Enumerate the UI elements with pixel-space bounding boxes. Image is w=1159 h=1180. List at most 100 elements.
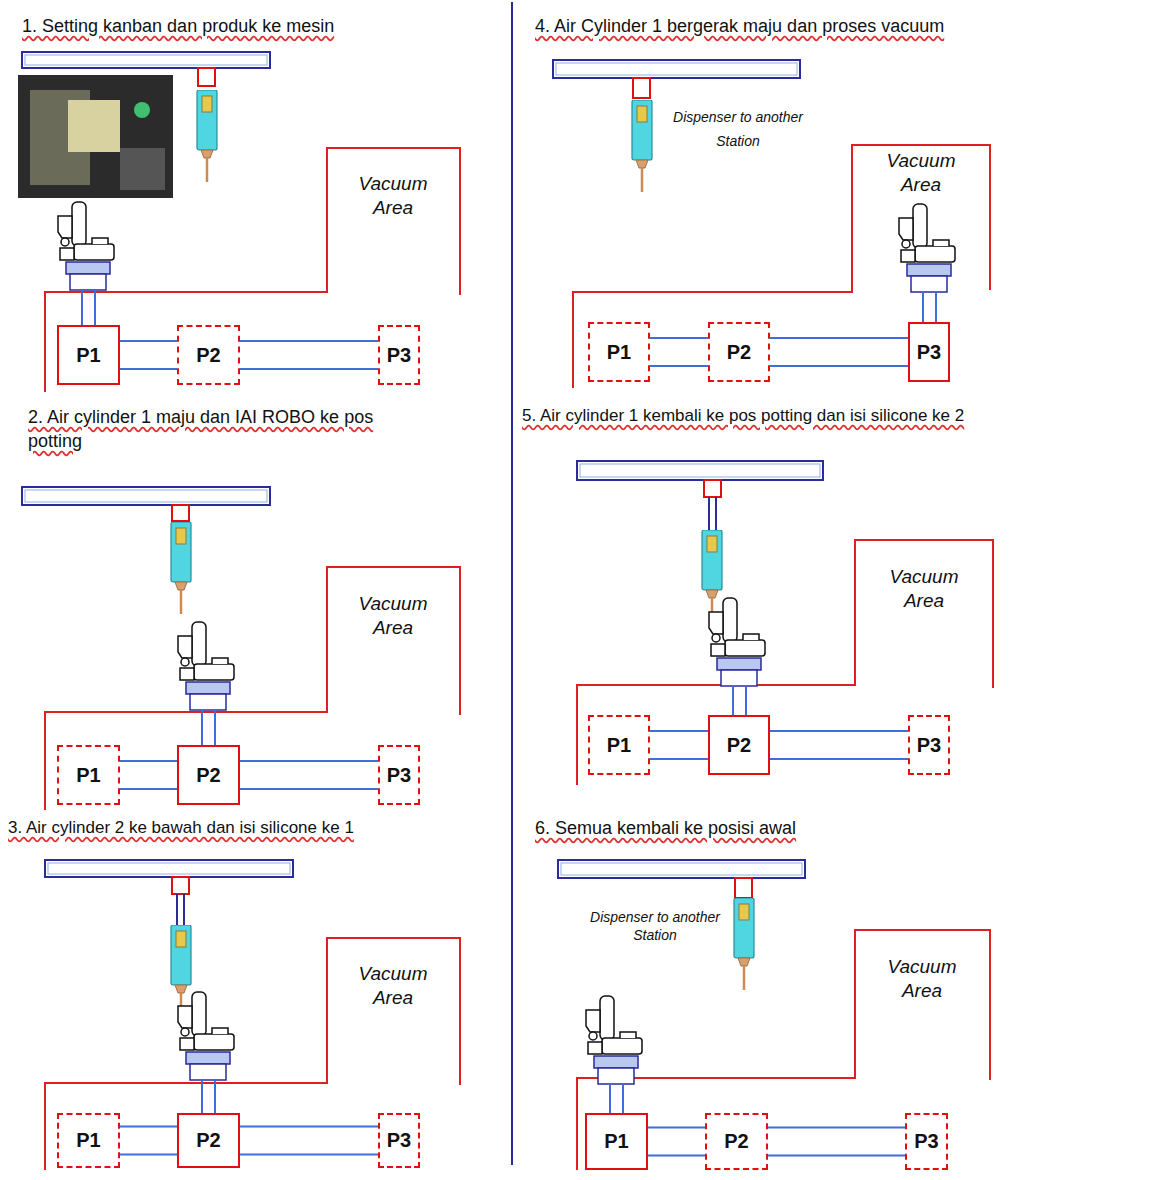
callout-note: Dispenser to another Station bbox=[668, 106, 808, 154]
vacuum-outline bbox=[45, 148, 460, 392]
rail-link bbox=[240, 341, 378, 369]
rail-line bbox=[650, 337, 708, 339]
box-label: P3 bbox=[387, 344, 411, 367]
rail-line bbox=[240, 760, 378, 762]
box-label: P3 bbox=[917, 734, 941, 757]
box-label: P1 bbox=[607, 341, 631, 364]
iai-robot bbox=[178, 622, 234, 710]
station-box: P3 bbox=[908, 715, 950, 775]
photo-detail bbox=[68, 100, 120, 152]
rail-link bbox=[120, 341, 177, 369]
photo-detail bbox=[120, 148, 165, 190]
station-box: P3 bbox=[378, 745, 420, 805]
rail-line bbox=[120, 340, 177, 342]
box-label: P2 bbox=[727, 341, 751, 364]
rail-link bbox=[120, 761, 177, 789]
iai-robot bbox=[899, 204, 955, 292]
station-box: P3 bbox=[908, 322, 950, 382]
rail-line bbox=[650, 730, 708, 732]
cylinder-rod bbox=[176, 894, 178, 925]
station-box: P1 bbox=[588, 715, 650, 775]
cylinder-carriage bbox=[198, 68, 215, 86]
box-label: P1 bbox=[76, 1129, 100, 1152]
station-box: P2 bbox=[705, 1113, 768, 1170]
area-label: Vacuum Area bbox=[867, 955, 977, 1003]
rail-link bbox=[768, 1128, 905, 1156]
cylinder-rod bbox=[715, 497, 717, 530]
rail-link bbox=[240, 1127, 378, 1155]
rail-line bbox=[240, 788, 378, 790]
cylinder-carriage bbox=[735, 878, 752, 898]
rail-line bbox=[768, 1155, 905, 1157]
rail-line bbox=[240, 368, 378, 370]
robot-leg bbox=[732, 686, 734, 715]
robot-leg bbox=[201, 710, 203, 745]
rail-link bbox=[648, 1128, 705, 1156]
rail bbox=[577, 461, 823, 480]
area-label: Vacuum Area bbox=[338, 172, 448, 220]
rail-line bbox=[120, 1154, 177, 1156]
vacuum-outline bbox=[45, 567, 460, 810]
rail bbox=[22, 52, 270, 68]
area-label: Vacuum Area bbox=[869, 565, 979, 613]
rail-line bbox=[120, 788, 177, 790]
vacuum-outline bbox=[573, 145, 990, 388]
rail bbox=[22, 487, 270, 505]
dispenser bbox=[734, 898, 754, 990]
rail-inner bbox=[25, 55, 267, 65]
box-label: P2 bbox=[196, 344, 220, 367]
cylinder-carriage bbox=[172, 505, 189, 521]
iai-robot bbox=[709, 598, 765, 686]
rail-line bbox=[120, 760, 177, 762]
rail-line bbox=[770, 365, 908, 367]
station-box: P1 bbox=[57, 745, 120, 805]
station-box: P1 bbox=[57, 1113, 120, 1168]
cylinder-carriage bbox=[633, 78, 650, 98]
rail-line bbox=[240, 1154, 378, 1156]
rail-line bbox=[768, 1127, 905, 1129]
step-title: 3. Air cylinder 2 ke bawah dan isi silic… bbox=[8, 818, 354, 838]
rail-line bbox=[240, 1126, 378, 1128]
box-label: P1 bbox=[76, 764, 100, 787]
station-box: P2 bbox=[177, 1113, 240, 1168]
box-label: P3 bbox=[387, 1129, 411, 1152]
area-label: Vacuum Area bbox=[338, 592, 448, 640]
vacuum-outline bbox=[45, 938, 460, 1170]
station-box: P1 bbox=[585, 1113, 648, 1170]
station-box: P3 bbox=[378, 1113, 420, 1168]
robot-leg bbox=[201, 1080, 203, 1113]
box-label: P1 bbox=[76, 344, 100, 367]
area-label: Vacuum Area bbox=[866, 149, 976, 197]
rail-inner bbox=[561, 863, 802, 875]
rail-line bbox=[650, 758, 708, 760]
cylinder-carriage bbox=[704, 480, 721, 497]
rail-link bbox=[240, 761, 378, 789]
dispenser bbox=[171, 522, 191, 614]
robot-leg bbox=[609, 1084, 611, 1113]
box-label: P2 bbox=[727, 734, 751, 757]
callout-note: Dispenser to another Station bbox=[585, 908, 725, 944]
rail-line bbox=[120, 1126, 177, 1128]
rail-link bbox=[770, 338, 908, 366]
iai-robot bbox=[586, 996, 642, 1084]
iai-robot bbox=[178, 992, 234, 1080]
rail-line bbox=[770, 337, 908, 339]
robot-leg bbox=[214, 710, 216, 745]
station-box: P1 bbox=[588, 322, 650, 382]
cylinder-rod bbox=[183, 894, 185, 925]
robot-leg bbox=[94, 290, 96, 325]
station-box: P2 bbox=[708, 322, 770, 382]
box-label: P1 bbox=[607, 734, 631, 757]
rail-line bbox=[648, 1127, 705, 1129]
step-title: 2. Air cylinder 1 maju dan IAI ROBO ke p… bbox=[28, 405, 420, 454]
robot-leg bbox=[622, 1084, 624, 1113]
station-box: P2 bbox=[177, 745, 240, 805]
divider-line bbox=[511, 2, 513, 1165]
rail-line bbox=[648, 1155, 705, 1157]
robot-leg bbox=[922, 292, 924, 322]
dispenser bbox=[197, 90, 217, 182]
machine-photo bbox=[18, 75, 173, 198]
